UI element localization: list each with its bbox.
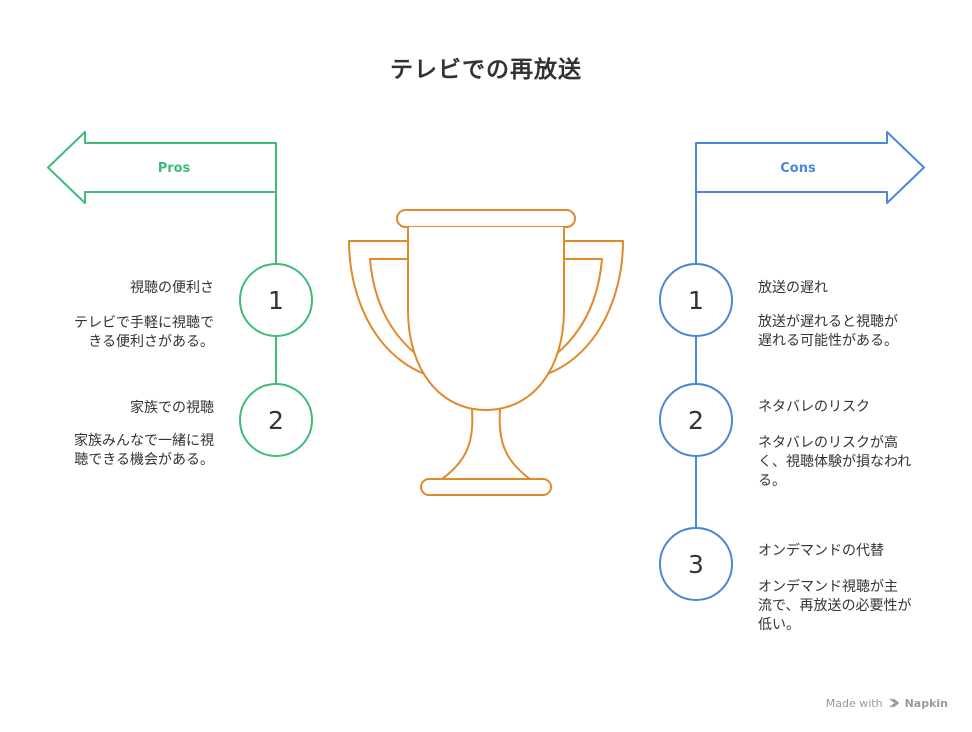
cons-item-3-desc-line1: オンデマンド視聴が主 <box>758 579 898 595</box>
cons-item-3-marker: 3 <box>659 527 733 601</box>
cons-item-1-heading: 放送の遅れ <box>758 280 828 296</box>
pros-item-2-desc-line1: 家族みんなで一緒に視 <box>74 433 214 449</box>
made-with-text: Made with <box>825 697 883 710</box>
cons-label: Cons <box>780 161 816 176</box>
trophy-icon <box>348 209 624 496</box>
pros-item-2-heading: 家族での視聴 <box>130 400 214 416</box>
cons-item-3-description: オンデマンド視聴が主 流で、再放送の必要性が 低い。 <box>758 578 911 635</box>
pros-item-1-marker: 1 <box>239 263 313 337</box>
cons-item-2-desc-line1: ネタバレのリスクが高 <box>758 435 898 451</box>
pros-item-2-description: 家族みんなで一緒に視 聴できる機会がある。 <box>74 432 214 470</box>
napkin-brand-text: Napkin <box>904 697 948 710</box>
napkin-logo-icon <box>889 698 900 708</box>
cons-item-2-desc-line2: く、視聴体験が損なわれ <box>758 454 912 470</box>
pros-item-1-desc-line2: きる便利さがある。 <box>88 334 214 350</box>
made-with-napkin-watermark: Made with Napkin <box>826 697 948 710</box>
cons-item-2-marker: 2 <box>659 383 733 457</box>
pros-item-2-number: 2 <box>268 406 284 435</box>
pros-arrow <box>47 131 277 204</box>
cons-item-3-desc-line3: 低い。 <box>758 617 800 633</box>
pros-item-2-desc-line2: 聴できる機会がある。 <box>74 452 214 468</box>
cons-item-2-desc-line3: る。 <box>758 473 786 489</box>
cons-item-1-description: 放送が遅れると視聴が 遅れる可能性がある。 <box>758 313 898 351</box>
cons-item-3-number: 3 <box>688 550 704 579</box>
pros-item-1-desc-line1: テレビで手軽に視聴で <box>74 315 214 331</box>
pros-item-1-heading: 視聴の便利さ <box>130 280 214 296</box>
cons-arrow <box>695 131 925 204</box>
cons-item-3-desc-line2: 流で、再放送の必要性が <box>758 598 912 614</box>
cons-item-1-desc-line2: 遅れる可能性がある。 <box>758 333 898 349</box>
cons-item-2-number: 2 <box>688 406 704 435</box>
pros-item-1-description: テレビで手軽に視聴で きる便利さがある。 <box>74 314 214 352</box>
cons-item-1-number: 1 <box>688 286 704 315</box>
cons-item-3-heading: オンデマンドの代替 <box>758 543 884 559</box>
pros-item-2-marker: 2 <box>239 383 313 457</box>
pros-item-1-number: 1 <box>268 286 284 315</box>
cons-item-2-heading: ネタバレのリスク <box>758 399 870 415</box>
pros-label: Pros <box>158 161 191 176</box>
diagram-title: テレビでの再放送 <box>390 57 582 83</box>
cons-item-1-desc-line1: 放送が遅れると視聴が <box>758 314 898 330</box>
cons-item-1-marker: 1 <box>659 263 733 337</box>
cons-item-2-description: ネタバレのリスクが高 く、視聴体験が損なわれ る。 <box>758 434 911 491</box>
